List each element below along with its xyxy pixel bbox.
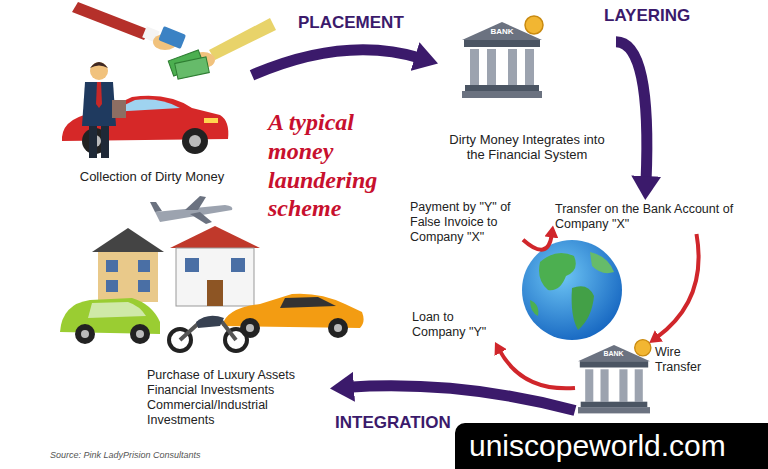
flow-arrow bbox=[657, 234, 699, 338]
bank-sign: BANK bbox=[487, 27, 517, 36]
bank-icon bbox=[578, 340, 651, 414]
stage-label: INTEGRATION bbox=[335, 413, 451, 433]
result-box: Purchase of Luxury Assets Financial Inve… bbox=[145, 366, 330, 430]
watermark: uniscopeworld.com bbox=[455, 423, 768, 469]
stage-caption-box: Collection of Dirty Money bbox=[52, 15, 252, 187]
stage-arrow bbox=[252, 50, 421, 75]
bank-sign: BANK bbox=[600, 350, 627, 357]
hand-illustration bbox=[72, 2, 276, 79]
node-text: Purchase of Luxury Assets Financial Inve… bbox=[147, 368, 328, 428]
node-text: Wire Transfer bbox=[655, 345, 708, 375]
node-text: Dirty Money Integrates into the Financia… bbox=[440, 132, 614, 163]
step-box: Loan to Company "Y" bbox=[410, 308, 510, 342]
source-caption: Source: Pink LadyPrision Consultants bbox=[50, 450, 201, 460]
stage-label: PLACEMENT bbox=[298, 13, 404, 33]
flow-arrow bbox=[499, 350, 575, 388]
flow-arrow bbox=[523, 234, 552, 249]
diagram-title: A typical money laundering scheme bbox=[268, 108, 418, 223]
node-text: Collection of Dirty Money bbox=[54, 169, 250, 185]
car-illustration bbox=[62, 62, 228, 158]
globe bbox=[522, 240, 622, 340]
bank-icon bbox=[462, 16, 543, 98]
node-text: Transfer on the Bank Account of Company … bbox=[555, 202, 756, 232]
stage-arrow bbox=[348, 386, 575, 411]
bank-step-box: Wire Transfer bbox=[575, 343, 710, 418]
step-box: Payment by "Y" of False Invoice to Compa… bbox=[408, 198, 523, 247]
stage-label: LAYERING bbox=[604, 6, 690, 26]
step-box: Transfer on the Bank Account of Company … bbox=[553, 200, 758, 234]
stage-arrow bbox=[616, 42, 647, 182]
bank-caption-box: Dirty Money Integrates into the Financia… bbox=[438, 20, 616, 165]
node-text: Payment by "Y" of False Invoice to Compa… bbox=[410, 200, 521, 245]
node-text: Loan to Company "Y" bbox=[412, 310, 508, 340]
